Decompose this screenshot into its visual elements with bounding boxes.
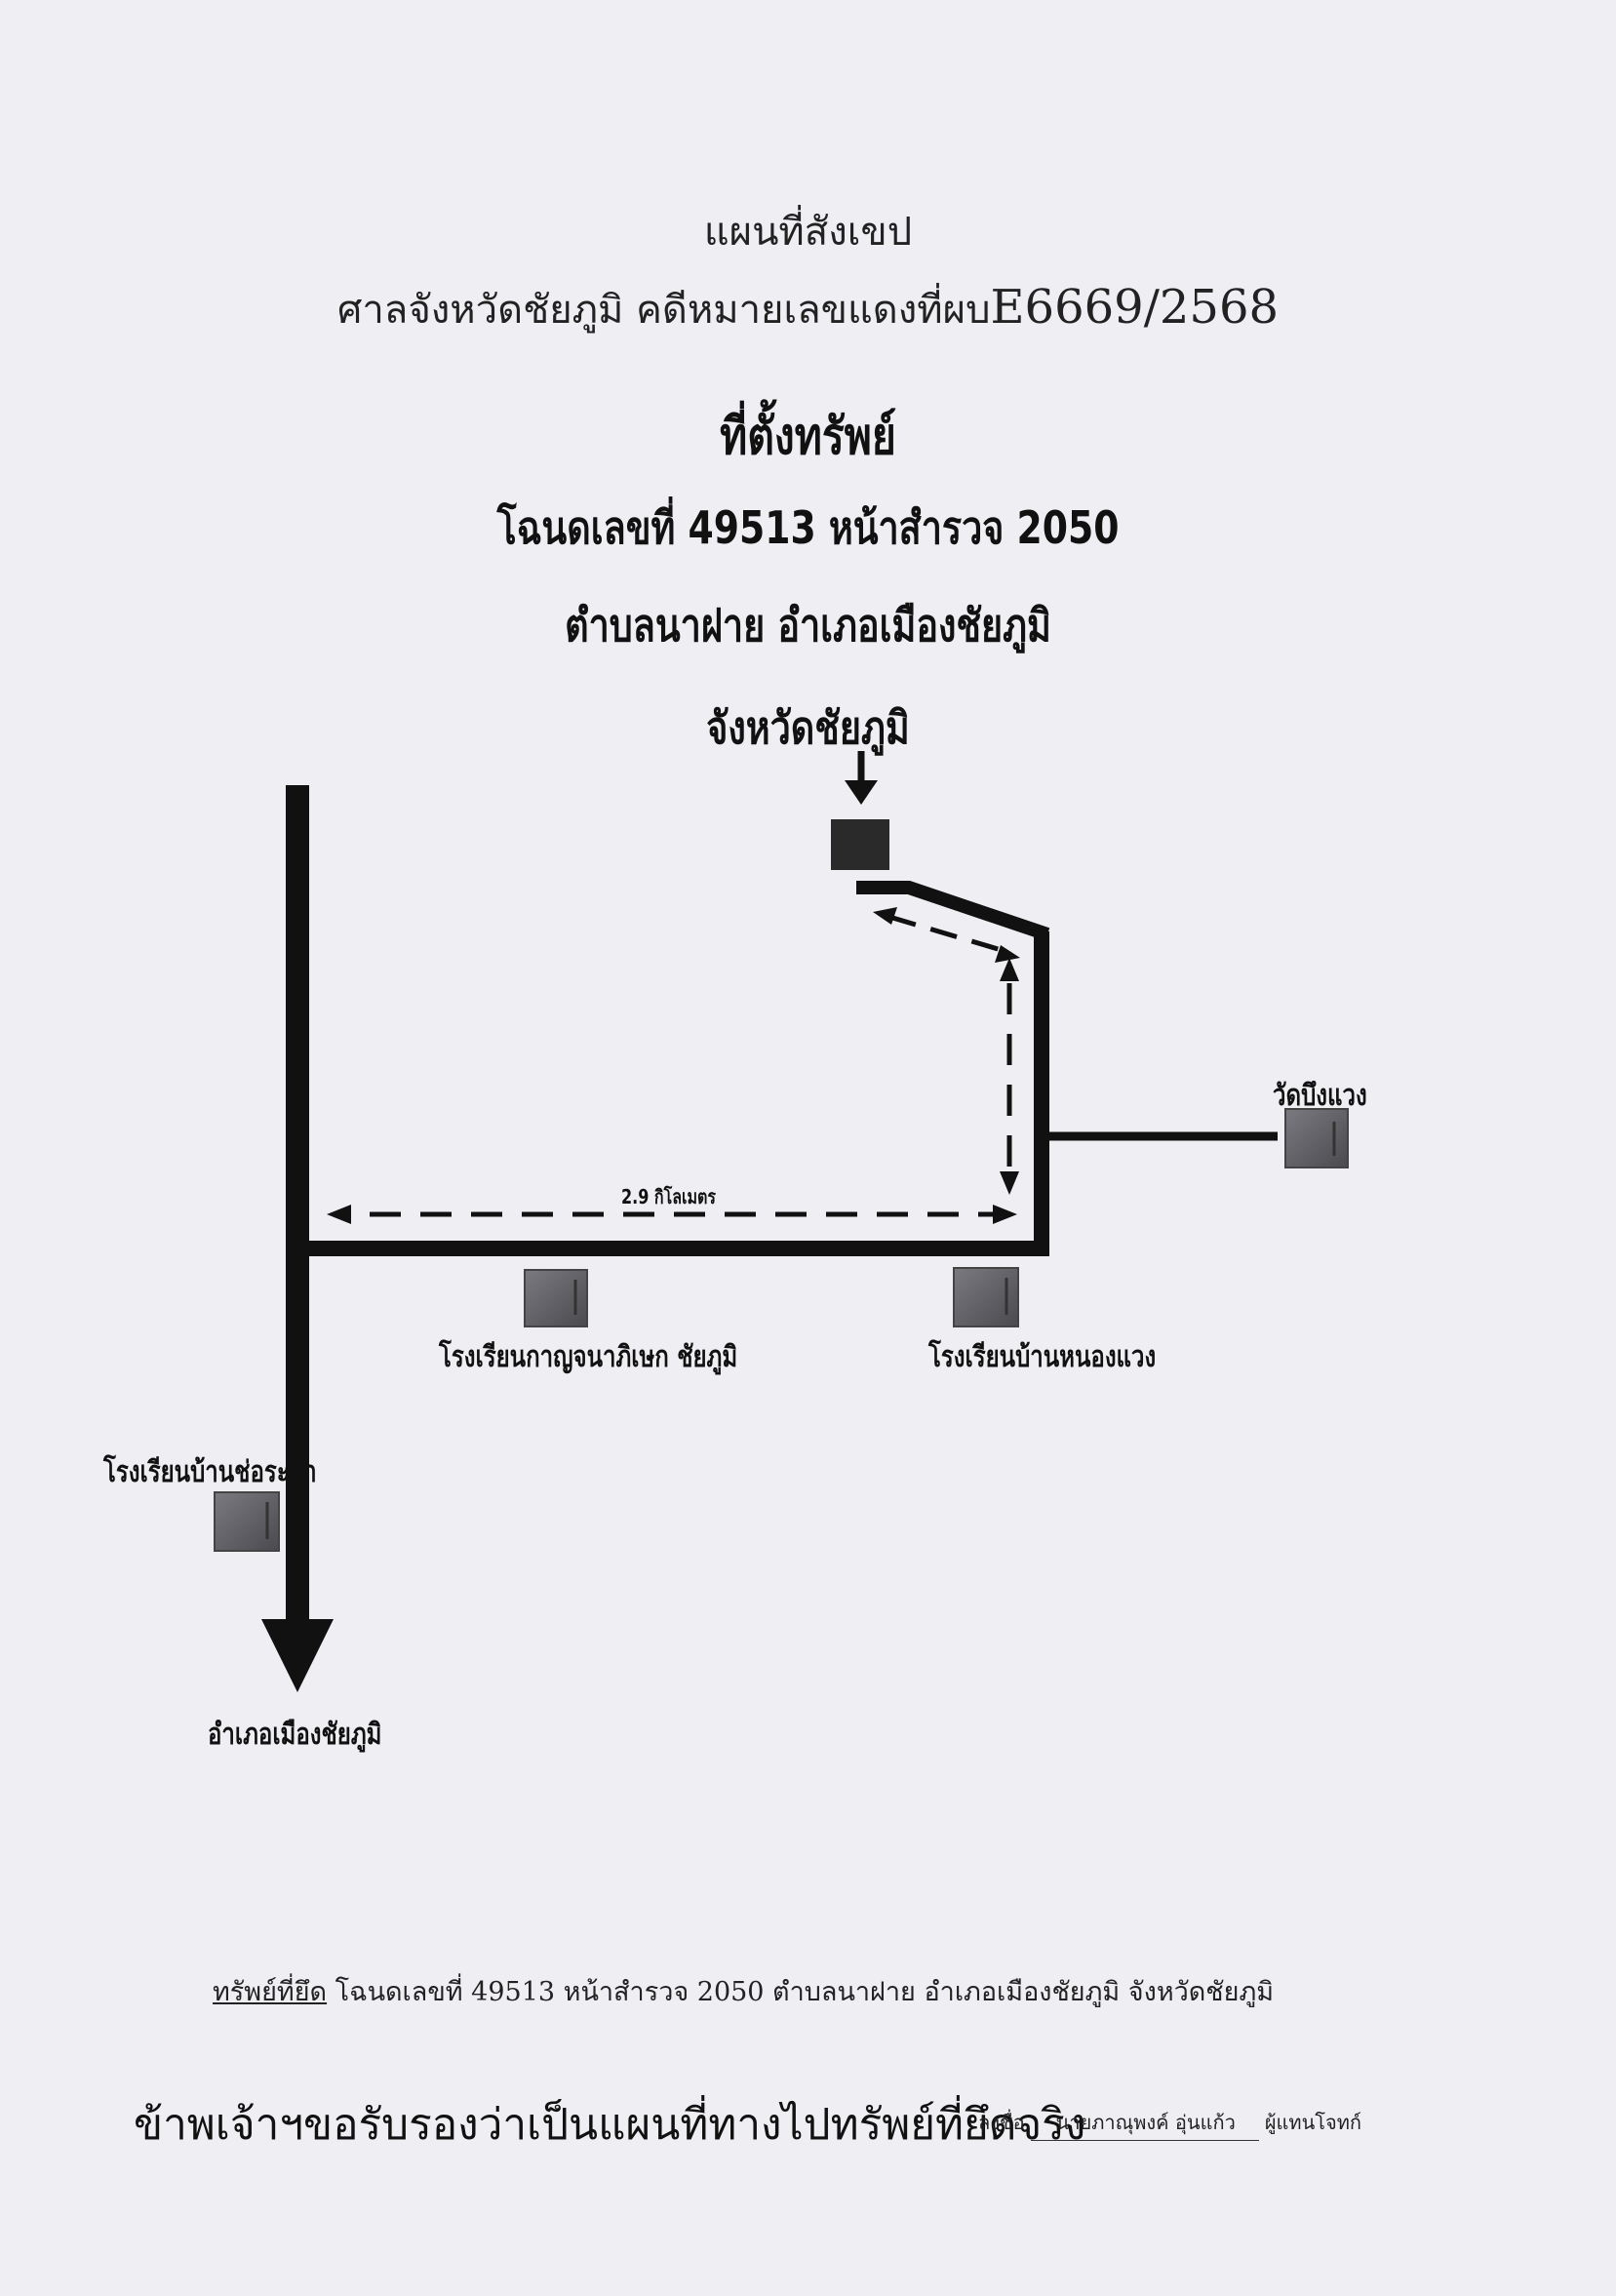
map-title: แผนที่สังเขป <box>703 210 913 255</box>
building-icon <box>524 1269 588 1327</box>
court-prefix: ศาลจังหวัดชัยภูมิ คดีหมายเลขแดงที่ผบ <box>336 288 991 333</box>
building-icon <box>1284 1108 1349 1168</box>
seized-label: ทรัพย์ที่ยึด <box>213 1977 328 2007</box>
sign-label: ลงชื่อ <box>978 2111 1025 2134</box>
pointer-arrow <box>845 751 878 805</box>
district-town-label: อำเภอเมืองชัยภูมิ <box>208 1718 382 1752</box>
building-icon <box>214 1491 280 1552</box>
property-heading: ที่ตั้งทรัพย์ <box>720 408 896 466</box>
certification-text: ข้าพเจ้าฯขอรับรองว่าเป็นแผนที่ทางไปทรัพย… <box>134 2100 1086 2150</box>
distance-label: 2.9 กิโลเมตร <box>621 1185 716 1208</box>
school-kanchana-label: โรงเรียนกาญจนาภิเษก ชัยภูมิ <box>439 1340 738 1374</box>
school-chorakha-label: โรงเรียนบ้านช่อระกา <box>103 1455 317 1489</box>
signer-role: ผู้แทนโจทก์ <box>1264 2111 1362 2134</box>
case-number: E6669/2568 <box>990 280 1280 335</box>
province-line: จังหวัดชัยภูมิ <box>706 701 910 754</box>
location-line: ตำบลนาฝาย อำเภอเมืองชัยภูมิ <box>565 599 1051 652</box>
signer-name: นายภาณุพงค์ อุ่นแก้ว <box>1030 2107 1259 2141</box>
temple-label: วัดบึงแวง <box>1273 1079 1367 1113</box>
property-spur-road <box>856 881 1050 941</box>
seized-text: โฉนดเลขที่ 49513 หน้าสำรวจ 2050 ตำบลนาฝา… <box>335 1977 1275 2007</box>
route-dashes <box>327 907 1020 1224</box>
main-road <box>261 785 334 1692</box>
school-nong-waeng-label: โรงเรียนบ้านหนองแวง <box>928 1340 1157 1374</box>
seized-property-line: ทรัพย์ที่ยึด โฉนดเลขที่ 49513 หน้าสำรวจ … <box>213 1970 1274 2012</box>
target-property-marker <box>831 819 889 870</box>
signature-line: ลงชื่อนายภาณุพงค์ อุ่นแก้วผู้แทนโจทก์ <box>978 2107 1361 2141</box>
building-icon <box>953 1267 1019 1327</box>
deed-line: โฉนดเลขที่ 49513 หน้าสำรวจ 2050 <box>496 501 1120 554</box>
court-case-line: ศาลจังหวัดชัยภูมิ คดีหมายเลขแดงที่ผบE666… <box>0 278 1616 340</box>
